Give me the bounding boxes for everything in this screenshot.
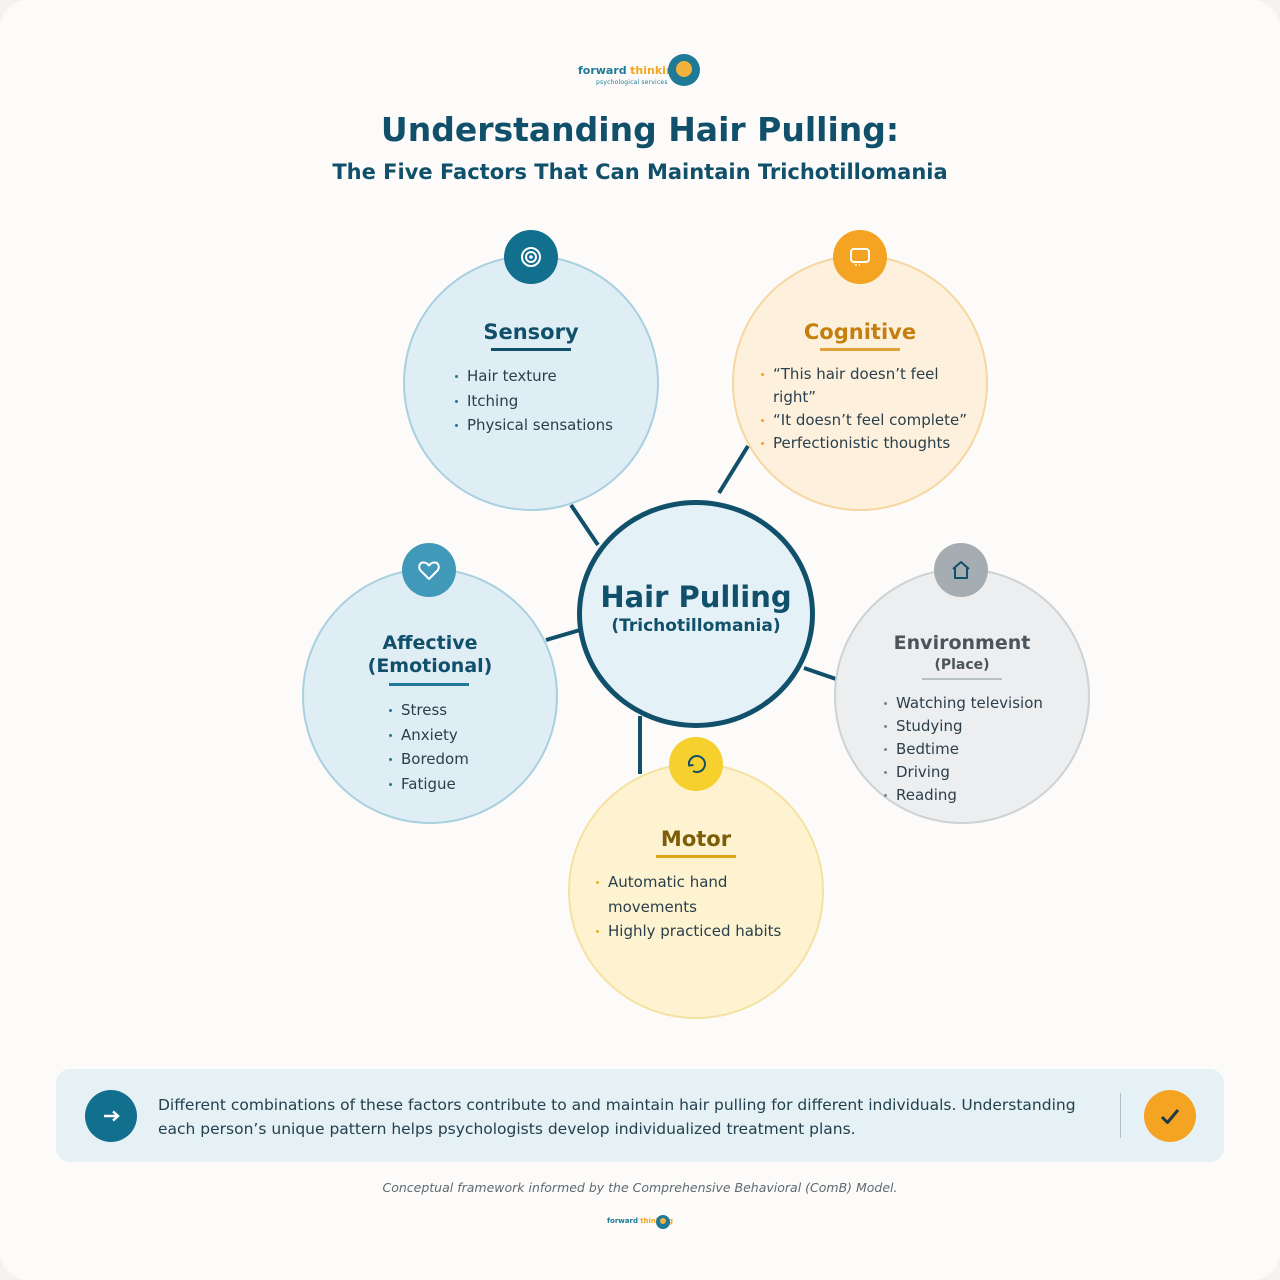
connector-cognitive: [717, 444, 750, 495]
motor-list: Automatic hand movements Highly practice…: [596, 870, 781, 944]
list-item: Studying: [884, 715, 1043, 738]
logo-mark-icon: [668, 54, 700, 86]
list-item: Hair texture: [455, 364, 613, 389]
cognitive-underline: [820, 348, 900, 351]
logo-tagline: psychological services: [596, 79, 668, 86]
motor-circle: [568, 763, 824, 1019]
footer-logo-mark-icon: [656, 1215, 670, 1229]
list-item-continuation: right”: [773, 388, 817, 406]
list-item: Driving: [884, 761, 1043, 784]
checkmark-icon: [1144, 1090, 1196, 1142]
divider: [1120, 1093, 1121, 1138]
sensory-list: Hair texture Itching Physical sensations: [455, 364, 613, 438]
list-item: Stress: [389, 698, 469, 723]
cognitive-circle: [732, 255, 988, 511]
list-item: “It doesn’t feel complete”: [761, 409, 967, 432]
heart-icon: [402, 543, 456, 597]
page-title: Understanding Hair Pulling:: [380, 110, 900, 149]
motor-underline: [656, 855, 736, 858]
house-icon: [934, 543, 988, 597]
affective-heading: Affective (Emotional): [302, 632, 558, 678]
environment-heading: Environment: [893, 632, 1031, 654]
page-subtitle: The Five Factors That Can Maintain Trich…: [332, 160, 948, 184]
center-title: Hair Pulling: [600, 580, 792, 614]
environment-circle: [834, 568, 1090, 824]
list-item: Bedtime: [884, 738, 1043, 761]
footer-citation: Conceptual framework informed by the Com…: [382, 1180, 898, 1195]
list-item: “This hair doesn’t feel: [761, 363, 967, 386]
logo-name-part1: forward: [578, 64, 627, 77]
summary-note: [56, 1069, 1224, 1162]
connector-sensory: [569, 503, 600, 547]
list-item: Perfectionistic thoughts: [761, 432, 967, 455]
cognitive-heading: Cognitive: [803, 320, 917, 344]
environment-subheading: (Place): [934, 657, 990, 673]
list-item: Itching: [455, 389, 613, 414]
connector-affective: [545, 628, 581, 642]
list-item: Reading: [884, 784, 1043, 807]
environment-list: Watching television Studying Bedtime Dri…: [884, 692, 1043, 807]
affective-heading-line1: Affective: [382, 632, 478, 654]
affective-circle: [302, 568, 558, 824]
list-item: Watching television: [884, 692, 1043, 715]
header-logo: forward thinking psychological services: [0, 52, 1280, 92]
center-circle: [577, 500, 815, 728]
center-subtitle: (Trichotillomania): [611, 616, 781, 636]
target-icon: [504, 230, 558, 284]
list-item: Fatigue: [389, 772, 469, 797]
list-item: Highly practiced habits: [596, 919, 781, 944]
arrow-right-icon: [85, 1090, 137, 1142]
thought-bubble-icon: [833, 230, 887, 284]
footer-logo-part1: forward: [607, 1217, 638, 1225]
sensory-heading: Sensory: [483, 320, 579, 344]
connector-environment: [803, 666, 837, 681]
list-item: Anxiety: [389, 723, 469, 748]
sensory-underline: [491, 348, 571, 351]
summary-text: Different combinations of these factors …: [158, 1096, 1076, 1138]
environment-underline: [922, 678, 1002, 680]
affective-list: Stress Anxiety Boredom Fatigue: [389, 698, 469, 796]
motor-heading: Motor: [660, 827, 732, 851]
cycle-arrow-icon: [669, 737, 723, 791]
cognitive-list: “This hair doesn’t feel right” “It doesn…: [761, 363, 967, 455]
list-item: Boredom: [389, 747, 469, 772]
affective-underline: [389, 683, 469, 686]
list-item-continuation: movements: [608, 897, 697, 916]
sensory-circle: [403, 255, 659, 511]
affective-heading-line2: (Emotional): [367, 655, 493, 677]
list-item: Physical sensations: [455, 413, 613, 438]
list-item: Automatic hand: [596, 870, 781, 895]
